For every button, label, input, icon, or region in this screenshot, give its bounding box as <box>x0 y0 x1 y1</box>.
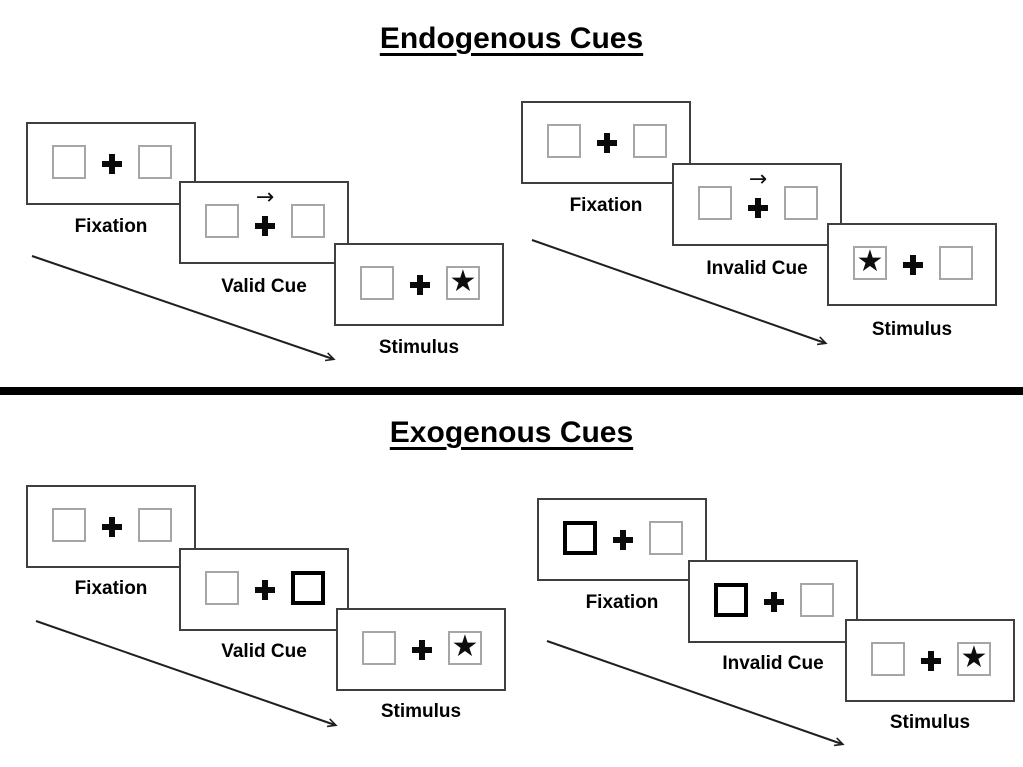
stimulus-panel: ★ <box>336 608 506 691</box>
section-title-exogenous: Exogenous Cues <box>0 416 1023 450</box>
fixation-cross-icon <box>410 275 430 295</box>
fixation-panel <box>26 122 196 205</box>
fixation-panel <box>537 498 707 581</box>
left-box <box>547 124 581 158</box>
fixation-cross-icon <box>102 517 122 537</box>
panel-label: Valid Cue <box>221 276 307 297</box>
star-icon: ★ <box>449 264 477 299</box>
right-box <box>939 246 973 280</box>
star-icon: ★ <box>960 640 988 675</box>
panel-label: Stimulus <box>380 701 462 722</box>
right-box <box>633 124 667 158</box>
fixation-cross-icon <box>412 640 432 660</box>
right-box <box>138 145 172 179</box>
timeline-arrow <box>531 239 828 346</box>
right-box <box>649 521 683 555</box>
right-box <box>291 204 325 238</box>
valid-cue-panel <box>179 548 349 631</box>
panel-label: Valid Cue <box>221 641 307 662</box>
right-box <box>291 571 325 605</box>
left-box <box>52 145 86 179</box>
fixation-cross-icon <box>613 530 633 550</box>
panel-label: Invalid Cue <box>722 653 824 674</box>
right-box <box>784 186 818 220</box>
panel-label: Stimulus <box>378 337 460 358</box>
panel-label: Fixation <box>585 592 659 613</box>
panel-label: Stimulus <box>871 319 953 340</box>
right-box <box>138 508 172 542</box>
left-box <box>52 508 86 542</box>
star-icon: ★ <box>451 629 479 664</box>
right-box <box>800 583 834 617</box>
left-box <box>205 571 239 605</box>
fixation-cross-icon <box>748 198 768 218</box>
left-box <box>714 583 748 617</box>
right-box: ★ <box>957 642 991 676</box>
valid-cue-panel: → <box>179 181 349 264</box>
fixation-cross-icon <box>255 580 275 600</box>
timeline-arrow <box>31 255 336 362</box>
right-box: ★ <box>446 266 480 300</box>
panel-label: Invalid Cue <box>706 258 808 279</box>
stimulus-panel: ★ <box>334 243 504 326</box>
invalid-cue-panel: → <box>672 163 842 246</box>
left-box <box>362 631 396 665</box>
invalid-cue-panel <box>688 560 858 643</box>
fixation-cross-icon <box>255 216 275 236</box>
fixation-cross-icon <box>597 133 617 153</box>
fixation-cross-icon <box>102 154 122 174</box>
section-divider <box>0 387 1023 395</box>
left-box: ★ <box>853 246 887 280</box>
right-box: ★ <box>448 631 482 665</box>
left-box <box>563 521 597 555</box>
section-title-endogenous: Endogenous Cues <box>0 22 1023 56</box>
left-box <box>205 204 239 238</box>
panel-label: Fixation <box>74 578 148 599</box>
fixation-cross-icon <box>903 255 923 275</box>
fixation-cross-icon <box>764 592 784 612</box>
fixation-panel <box>521 101 691 184</box>
cue-arrow-icon: → <box>748 167 768 192</box>
left-box <box>360 266 394 300</box>
left-box <box>698 186 732 220</box>
section-title-text: Endogenous Cues <box>379 22 644 55</box>
panel-label: Fixation <box>569 195 643 216</box>
timeline-arrow <box>35 620 338 728</box>
stimulus-panel: ★ <box>827 223 997 306</box>
star-icon: ★ <box>856 244 884 279</box>
fixation-cross-icon <box>921 651 941 671</box>
left-box <box>871 642 905 676</box>
panel-label: Fixation <box>74 216 148 237</box>
section-title-text: Exogenous Cues <box>389 416 634 449</box>
cue-arrow-icon: → <box>255 185 275 210</box>
fixation-panel <box>26 485 196 568</box>
stimulus-panel: ★ <box>845 619 1015 702</box>
panel-label: Stimulus <box>889 712 971 733</box>
